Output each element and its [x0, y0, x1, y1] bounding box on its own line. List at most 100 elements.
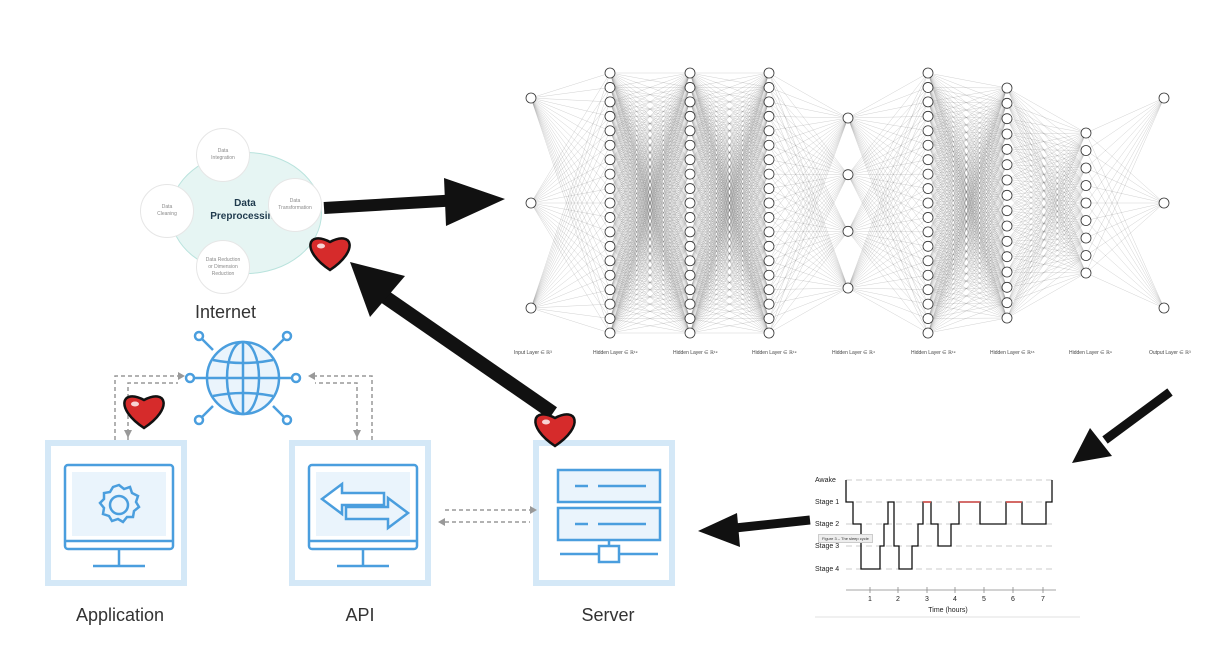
nn-edge: [927, 225, 1008, 261]
nn-edge: [927, 103, 1008, 276]
nn-edge: [768, 145, 849, 232]
nn-edge: [768, 174, 849, 232]
nn-edge: [847, 130, 929, 232]
nn-edge: [1006, 167, 1087, 257]
nn-edge: [768, 117, 849, 160]
nn-node: [1080, 145, 1092, 156]
nn-edge: [927, 133, 1008, 160]
nn-node: [922, 67, 934, 79]
nn-edge: [927, 145, 1008, 211]
nn-edge: [1006, 149, 1087, 239]
nn-edge: [847, 159, 929, 232]
nn-edge: [847, 116, 929, 232]
nn-edge: [768, 174, 849, 232]
nn-edge: [927, 174, 1008, 257]
nn-edge: [530, 101, 611, 309]
nn-edge: [847, 117, 929, 247]
nn-edge: [927, 317, 1008, 319]
nn-edge: [927, 188, 1008, 196]
nn-edge: [927, 195, 1008, 218]
nn-edge: [927, 116, 1008, 242]
nn-edge: [927, 225, 1008, 305]
nn-edge: [1006, 237, 1087, 288]
server-icon: [556, 468, 662, 564]
nn-edge: [927, 149, 1008, 305]
nn-edge: [1006, 167, 1087, 196]
nn-edge: [927, 210, 1008, 276]
nn-edge: [927, 225, 1008, 319]
nn-node: [763, 110, 775, 122]
nn-edge: [927, 149, 1008, 175]
nn-edge: [768, 117, 849, 232]
nn-edge: [1006, 225, 1087, 274]
nn-node: [604, 284, 616, 296]
nn-edge: [927, 231, 1008, 273]
nn-edge: [927, 87, 1008, 218]
neural-network-connections: [530, 72, 1165, 334]
nn-node: [604, 298, 616, 310]
nn-edge: [927, 188, 1008, 257]
nn-edge: [1006, 237, 1087, 242]
nn-node: [842, 169, 854, 181]
nn-edge: [927, 130, 1008, 227]
nn-edge: [1006, 185, 1087, 273]
nn-edge: [768, 117, 849, 146]
nn-edge: [927, 116, 1008, 227]
nn-edge: [1006, 195, 1087, 239]
nn-edge: [927, 231, 1008, 303]
nn-edge: [1006, 150, 1087, 288]
nn-node: [763, 82, 775, 93]
nn-node: [922, 139, 934, 151]
nn-edge: [847, 101, 929, 175]
nn-edge: [927, 103, 1008, 131]
nn-edge: [927, 130, 1008, 273]
nn-edge: [1006, 149, 1087, 151]
nn-node: [1080, 197, 1092, 209]
api-label: API: [345, 605, 375, 625]
nn-edge: [1006, 87, 1087, 221]
nn-edge: [927, 130, 1008, 303]
nn-edge: [530, 145, 611, 204]
nn-edge: [1006, 87, 1087, 186]
nn-edge: [530, 97, 611, 131]
nn-edge: [1006, 149, 1087, 221]
nn-edge: [768, 117, 849, 261]
nn-edge: [927, 246, 1008, 273]
nn-edge: [1085, 255, 1165, 309]
nn-edge: [689, 159, 770, 334]
nn-edge: [1006, 179, 1087, 239]
nn-edge: [1006, 118, 1087, 204]
nn-node: [763, 327, 775, 339]
nn-edge: [1085, 97, 1165, 186]
nn-edge: [847, 174, 929, 218]
nn-edge: [927, 164, 1008, 261]
nn-edge: [927, 133, 1008, 261]
heart-icon: [123, 395, 165, 430]
nn-edge: [927, 302, 1008, 319]
nn-edge: [927, 164, 1008, 247]
nn-edge: [1006, 167, 1087, 211]
nn-edge: [1085, 202, 1165, 309]
nn-edge: [927, 231, 1008, 242]
nn-edge: [927, 202, 1008, 288]
nn-edge: [1006, 202, 1087, 319]
nn-node: [604, 226, 616, 238]
nn-node: [763, 240, 775, 252]
application-label: Application: [75, 605, 165, 625]
nn-edge: [847, 231, 929, 319]
nn-edge: [530, 202, 611, 305]
nn-edge: [768, 116, 849, 289]
nn-edge: [927, 118, 1008, 218]
nn-edge: [927, 145, 1008, 227]
nn-edge: [530, 188, 611, 204]
nn-edge: [927, 87, 1008, 303]
nn-node: [922, 110, 934, 122]
nn-edge: [1085, 97, 1165, 151]
nn-edge: [927, 159, 1008, 211]
nn-edge: [927, 202, 1008, 211]
nn-edge: [927, 87, 1008, 131]
nn-node: [604, 96, 616, 108]
nn-edge: [847, 116, 929, 119]
nn-edge: [847, 145, 929, 232]
nn-edge: [1006, 220, 1087, 257]
